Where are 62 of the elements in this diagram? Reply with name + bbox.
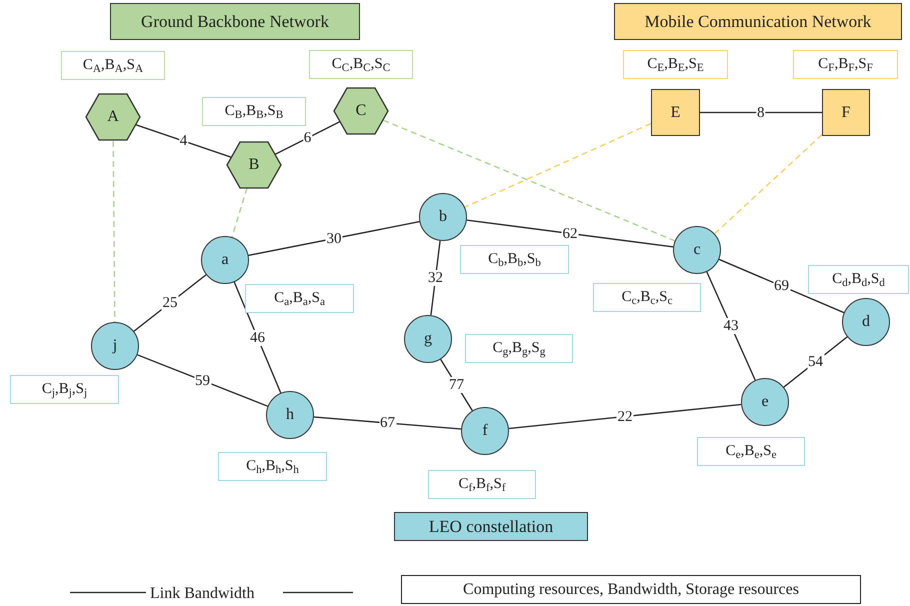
link-line: [137, 354, 268, 407]
edge-label: 77: [448, 377, 465, 393]
link-line: [440, 359, 473, 411]
resource-box: C$_{C}$,B$_{C}$,S$_{C}$: [309, 50, 413, 79]
link-line: [248, 221, 420, 256]
link-line: [430, 240, 441, 316]
link-line: [134, 274, 206, 332]
satellite-node: g: [404, 315, 452, 363]
edge-label: 46: [249, 330, 266, 346]
network-title-box: Mobile Communication Network: [614, 3, 902, 40]
resource-box: C$_{e}$,B$_{e}$,S$_{e}$: [697, 437, 805, 466]
legend-sample-box: Computing resources, Bandwidth, Storage resources: [401, 575, 861, 604]
legend-text: Link Bandwidth: [150, 584, 254, 604]
resource-box: C$_{d}$,B$_{d}$,S$_{d}$: [808, 265, 909, 294]
satellite-node: j: [91, 322, 139, 370]
dashed-link: [382, 120, 676, 242]
edge-label: 30: [326, 230, 342, 246]
hexagon-node: A: [85, 93, 141, 141]
link-line: [314, 416, 462, 430]
resource-box: C$_{B}$,B$_{B}$,S$_{B}$: [202, 97, 306, 126]
satellite-node: c: [673, 226, 721, 274]
resource-box: C$_{F}$,B$_{F}$,S$_{F}$: [793, 50, 898, 79]
edge-label: 43: [722, 318, 740, 334]
dashed-link: [464, 122, 652, 208]
resource-box: C$_{a}$,B$_{a}$,S$_{a}$: [245, 284, 354, 313]
satellite-node: b: [419, 193, 467, 241]
hexagon-node: C: [333, 87, 389, 135]
dashed-link: [231, 188, 248, 238]
satellite-node: a: [201, 236, 249, 284]
resource-box: C$_{h}$,B$_{h}$,S$_{h}$: [218, 452, 327, 481]
resource-box: C$_{b}$,B$_{b}$,S$_{b}$: [460, 245, 569, 274]
link-line: [706, 272, 756, 380]
satellite-node: h: [266, 391, 314, 439]
link-line: [275, 121, 340, 155]
link-line: [700, 112, 822, 114]
edge-label: 62: [562, 226, 578, 242]
hexagon-node: B: [226, 141, 282, 189]
dashed-link: [714, 134, 822, 234]
link-line: [136, 124, 232, 158]
edge-label: 59: [194, 372, 211, 388]
square-node: E: [651, 89, 700, 136]
resource-box: C$_{c}$,B$_{c}$,S$_{c}$: [593, 283, 701, 312]
square-node: F: [822, 89, 870, 136]
resource-box: C$_{E}$,B$_{E}$,S$_{E}$: [623, 50, 728, 79]
edge-label: 25: [162, 295, 178, 311]
edge-label: 54: [807, 354, 824, 370]
satellite-node: e: [741, 378, 789, 426]
satellite-node: f: [461, 407, 509, 455]
network-title-box: Ground Backbone Network: [110, 3, 360, 40]
resource-box: C$_{A}$,B$_{A}$,S$_{A}$: [61, 51, 165, 80]
edge-label: 32: [427, 270, 444, 286]
resource-box: C$_{g}$,B$_{g}$,S$_{g}$: [465, 334, 573, 363]
resource-box: C$_{f}$,B$_{f}$,S$_{f}$: [428, 470, 536, 499]
link-line: [718, 258, 844, 314]
resource-box: C$_{j}$,B$_{j}$,S$_{j}$: [10, 375, 119, 404]
satellite-node: d: [842, 298, 890, 346]
dashed-link: [112, 141, 116, 322]
link-line: [466, 219, 674, 248]
link-line: [508, 404, 742, 430]
link-line: [234, 282, 282, 394]
network-title-box: LEO constellation: [394, 512, 588, 541]
edge-label: 8: [756, 104, 766, 120]
